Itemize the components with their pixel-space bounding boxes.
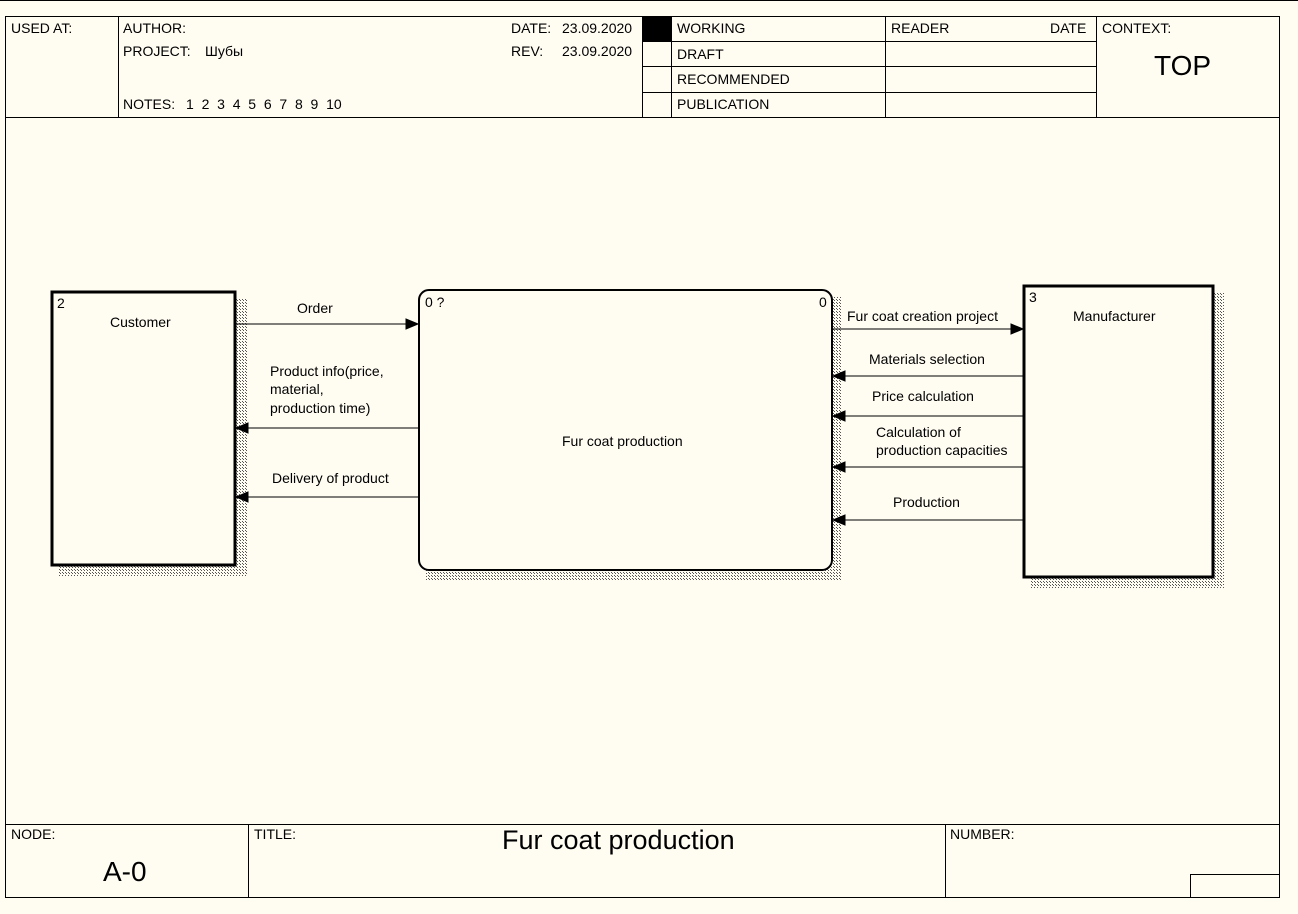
manufacturer-box[interactable] <box>1022 284 1224 588</box>
delivery-label: Delivery of product <box>272 470 389 486</box>
capacities-label-line-1: Calculation of <box>876 424 961 440</box>
number-label: NUMBER: <box>950 826 1015 842</box>
rev-label: REV: <box>511 43 544 59</box>
delivery-arrowhead <box>234 491 249 503</box>
header-divider-1 <box>118 16 119 117</box>
node-label: NODE: <box>11 826 56 842</box>
price-calculation-label: Price calculation <box>872 388 974 404</box>
customer-box[interactable] <box>50 290 248 576</box>
title-value: Fur coat production <box>502 825 735 855</box>
capacities-arrowhead <box>831 461 846 473</box>
production-arrowhead <box>831 514 846 526</box>
title-label: TITLE: <box>254 826 297 842</box>
context-label: CONTEXT: <box>1102 20 1172 36</box>
fur-coat-project-arrowhead <box>1010 323 1025 335</box>
customer-name: Customer <box>110 314 171 330</box>
order-label: Order <box>297 300 333 316</box>
materials-selection-label: Materials selection <box>869 351 985 367</box>
node-value: A-0 <box>103 856 147 887</box>
product-info-label-line-2: material, <box>270 381 324 397</box>
fur-coat-project-label: Fur coat creation project <box>847 308 998 324</box>
order-arrowhead <box>405 318 420 330</box>
product-info-label-line-3: production time) <box>270 400 371 416</box>
project-label: PROJECT: <box>123 43 191 59</box>
frame-right-line <box>1279 16 1280 898</box>
process-box[interactable] <box>418 289 842 581</box>
status-recommended: RECOMMENDED <box>677 71 790 87</box>
production-label: Production <box>893 494 960 510</box>
reader-date-label: DATE <box>1050 20 1087 36</box>
customer-number: 2 <box>57 295 65 311</box>
date-value: 23.09.2020 <box>562 20 633 36</box>
product-info-arrowhead <box>234 422 249 434</box>
price-calculation-arrowhead <box>831 410 846 422</box>
status-publication: PUBLICATION <box>677 96 770 112</box>
status-draft: DRAFT <box>677 46 724 62</box>
footer-number-box <box>1190 874 1279 897</box>
author-label: AUTHOR: <box>123 20 186 36</box>
context-value: TOP <box>1154 50 1212 81</box>
footer-divider-2 <box>945 824 946 897</box>
frame-left-line <box>5 16 6 898</box>
status-row-line-3 <box>642 92 1097 93</box>
manufacturer-number: 3 <box>1029 289 1037 305</box>
project-value: Шубы <box>205 43 244 59</box>
rev-value: 23.09.2020 <box>562 43 633 59</box>
notes-value: 1 2 3 4 5 6 7 8 9 10 <box>186 96 342 112</box>
reader-label: READER <box>891 20 950 36</box>
capacities-label-line-2: production capacities <box>876 442 1008 458</box>
notes-label: NOTES: <box>123 96 176 112</box>
materials-selection-arrowhead <box>831 370 846 382</box>
footer-top-line <box>5 824 1280 825</box>
status-working: WORKING <box>677 20 746 36</box>
used-at-label: USED AT: <box>11 20 73 36</box>
footer-divider-1 <box>248 824 249 897</box>
status-row-line-1 <box>642 41 1097 42</box>
status-row-line-2 <box>642 66 1097 67</box>
date-label: DATE: <box>511 20 552 36</box>
process-number-right: 0 <box>819 294 827 310</box>
process-number-left: 0 ? <box>425 294 445 310</box>
frame-top-line <box>0 0 1298 1</box>
manufacturer-name: Manufacturer <box>1073 308 1156 324</box>
product-info-label-line-1: Product info(price, <box>270 363 384 379</box>
process-name: Fur coat production <box>562 433 683 449</box>
header-bottom-line <box>5 117 1280 118</box>
footer-bottom-line <box>5 897 1280 898</box>
working-status-marker <box>643 17 671 41</box>
